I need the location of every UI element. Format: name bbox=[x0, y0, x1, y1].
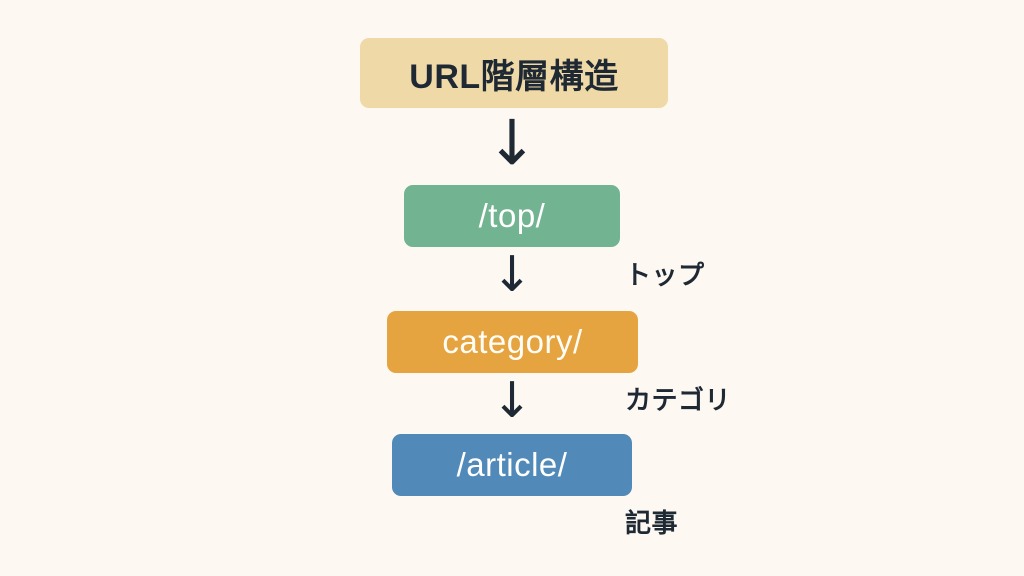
node-article-label: /article/ bbox=[456, 446, 568, 483]
annotation-category: カテゴリ bbox=[625, 385, 732, 415]
arrow-down-icon-title-to-top: ↓ bbox=[486, 106, 538, 179]
node-url-hierarchy-title: URL階層構造 bbox=[360, 38, 668, 108]
node-category-label: category/ bbox=[442, 323, 583, 360]
arrow-down-icon-category-to-article: ↓ bbox=[491, 372, 533, 429]
annotation-top: トップ bbox=[625, 260, 705, 290]
arrow-down-icon-top-to-category: ↓ bbox=[491, 246, 533, 303]
node-article-path: /article/ bbox=[392, 434, 632, 496]
node-category-path: category/ bbox=[387, 311, 638, 373]
node-title-label: URL階層構造 bbox=[409, 57, 619, 96]
node-top-path: /top/ bbox=[404, 185, 620, 247]
node-top-label: /top/ bbox=[478, 197, 546, 234]
annotation-article: 記事 bbox=[625, 508, 679, 538]
